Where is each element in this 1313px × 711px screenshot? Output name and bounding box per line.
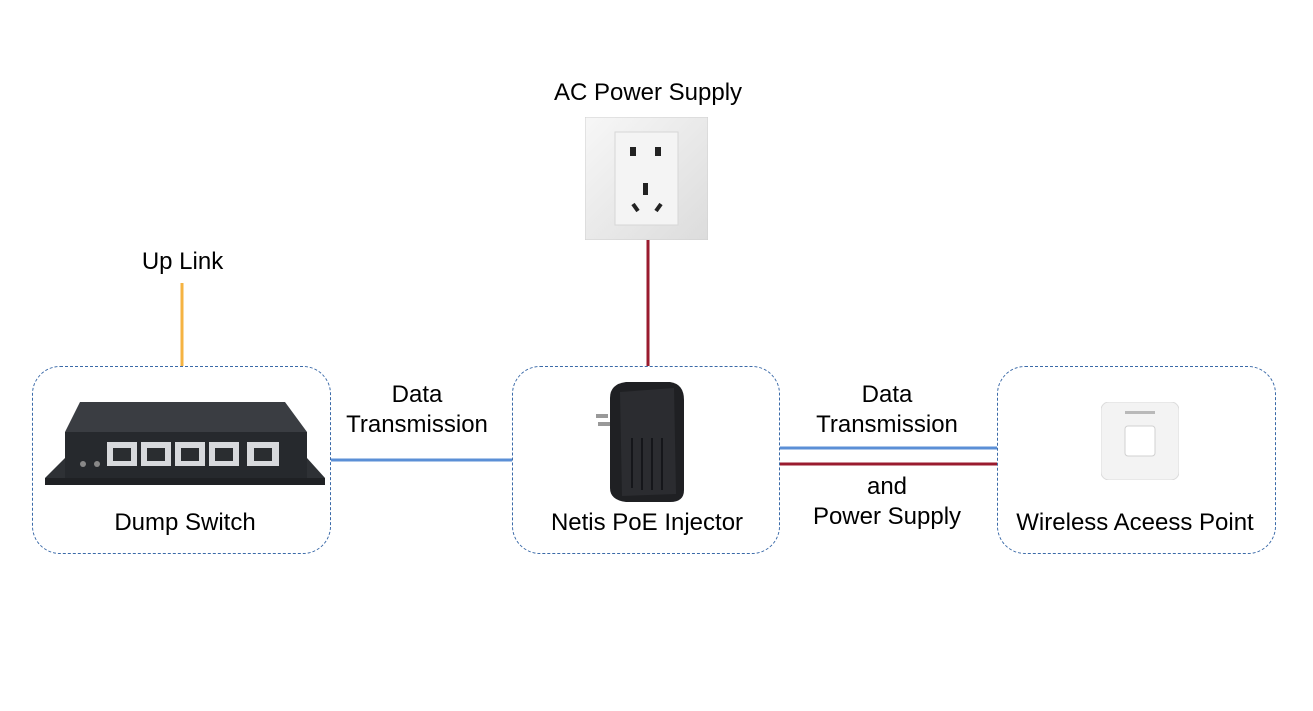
power-supply-right-label-1: and bbox=[866, 473, 908, 500]
network-switch-icon bbox=[45, 398, 325, 490]
data-transmission-right-label-1: Data bbox=[861, 381, 913, 408]
injector-label: Netis PoE Injector bbox=[550, 509, 744, 536]
switch-label: Dump Switch bbox=[114, 509, 256, 536]
poe-adapter-icon bbox=[596, 378, 688, 506]
access-point-icon bbox=[1100, 401, 1180, 481]
injector-group-box bbox=[512, 366, 780, 554]
up-link-label: Up Link bbox=[141, 248, 224, 275]
ac-power-label: AC Power Supply bbox=[553, 79, 743, 106]
ap-group-box bbox=[997, 366, 1276, 554]
data-transmission-right-label-2: Transmission bbox=[816, 411, 958, 438]
switch-group-box bbox=[32, 366, 331, 554]
ap-label: Wireless Aceess Point bbox=[1016, 509, 1254, 536]
wall-socket-icon bbox=[584, 116, 709, 241]
data-transmission-left-label-1: Data bbox=[391, 381, 443, 408]
data-transmission-left-label-2: Transmission bbox=[346, 411, 488, 438]
power-supply-right-label-2: Power Supply bbox=[812, 503, 962, 530]
